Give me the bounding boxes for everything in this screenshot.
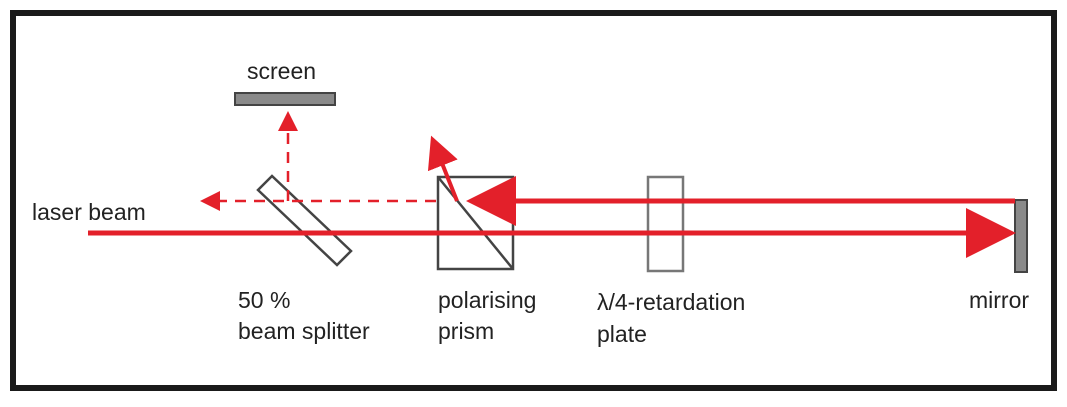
beam-splitter-label-line2: beam splitter — [238, 318, 370, 344]
prism-reflected-beam — [427, 135, 459, 202]
screen-label: screen — [247, 58, 317, 84]
mirror-bar — [1014, 199, 1028, 273]
prism-label-line1: polarising — [438, 287, 537, 313]
screen-bar — [234, 92, 336, 106]
beam-splitter — [256, 174, 353, 267]
beam-splitter-label-line1: 50 % — [238, 287, 291, 313]
prism-label-line2: prism — [438, 318, 495, 344]
retardation-plate — [646, 175, 685, 273]
laser-beam-label: laser beam — [32, 199, 146, 225]
plate-label-line2: plate — [597, 321, 647, 347]
mirror-label: mirror — [969, 287, 1030, 313]
plate-label-line1: λ/4-retardation — [597, 289, 746, 315]
